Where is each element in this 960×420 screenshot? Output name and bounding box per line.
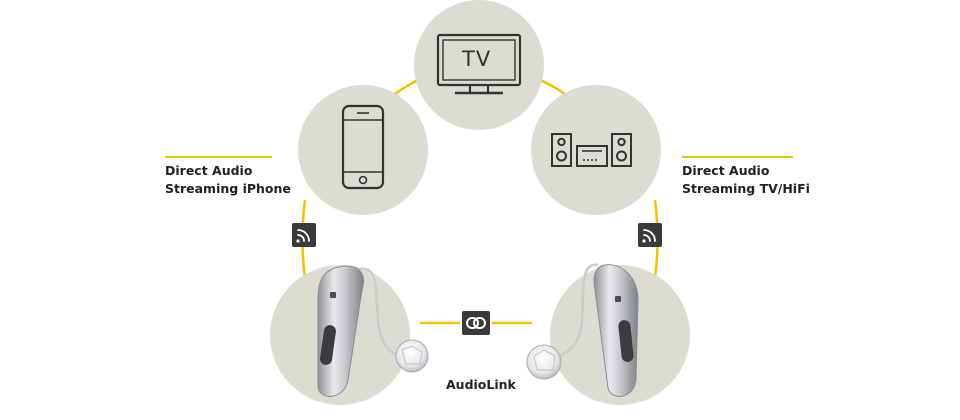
hifi-speakers-icon bbox=[551, 133, 632, 167]
phone-circle bbox=[298, 85, 428, 215]
label-tv-hifi: Direct Audio Streaming TV/HiFi bbox=[682, 162, 810, 198]
hearing-aid-icon bbox=[593, 264, 639, 397]
wireless-signal-icon bbox=[642, 229, 656, 243]
left-hearing-aid bbox=[317, 265, 429, 397]
tv-screen-text: TV bbox=[462, 47, 492, 71]
wireless-badge-left bbox=[292, 223, 316, 247]
chain-link-icon bbox=[466, 317, 486, 329]
label-iphone-line1: Direct Audio bbox=[165, 163, 253, 178]
tv-icon bbox=[436, 33, 522, 95]
hifi-circle bbox=[531, 85, 661, 215]
label-audiolink: AudioLink bbox=[446, 377, 516, 392]
label-tv-hifi-line1: Direct Audio bbox=[682, 163, 770, 178]
label-iphone-line2: Streaming iPhone bbox=[165, 181, 291, 196]
wireless-signal-icon bbox=[296, 229, 310, 243]
smartphone-icon bbox=[341, 104, 385, 190]
label-tv-hifi-line2: Streaming TV/HiFi bbox=[682, 181, 810, 196]
label-iphone: Direct Audio Streaming iPhone bbox=[165, 162, 291, 198]
tv-circle bbox=[414, 0, 544, 130]
link-badge bbox=[462, 311, 490, 335]
right-hearing-aid bbox=[526, 263, 639, 397]
wireless-badge-right bbox=[638, 223, 662, 247]
